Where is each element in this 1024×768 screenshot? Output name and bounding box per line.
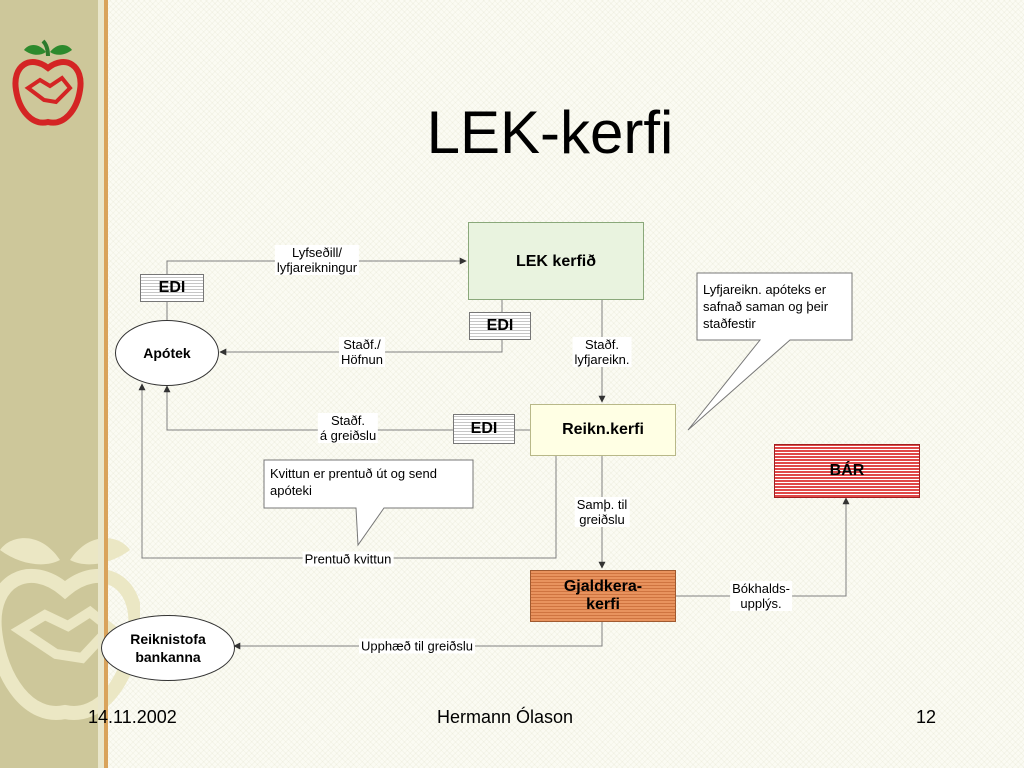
label-bokhalds: Bókhalds- upplýs.	[730, 581, 792, 611]
label-samth-greidslu-line2: greiðslu	[579, 512, 625, 527]
node-apotek: Apótek	[115, 320, 219, 386]
node-lek-label: LEK kerfið	[515, 253, 596, 270]
node-edi-apotek: EDI	[140, 274, 204, 302]
label-bokhalds-line1: Bókhalds-	[732, 581, 790, 596]
node-edi-lek: EDI	[469, 312, 531, 340]
callout-lyfjareikn-shape	[687, 272, 853, 431]
node-apotek-label: Apótek	[143, 345, 191, 361]
node-reikn-kerfi: Reikn.kerfi	[530, 404, 676, 456]
label-samth-greidslu-line1: Samþ. til	[576, 497, 628, 512]
label-stadf-lyfjareikn-line1: Staðf.	[585, 337, 619, 352]
node-edi-reikn-label: EDI	[470, 420, 498, 437]
node-bar: BÁR	[774, 444, 920, 498]
label-stadf-greidslu-line1: Staðf.	[331, 413, 365, 428]
footer-author: Hermann Ólason	[437, 707, 574, 727]
node-edi-lek-label: EDI	[486, 317, 514, 334]
callout-kvittun-shape	[263, 459, 474, 547]
node-reikn-label: Reikn.kerfi	[562, 421, 644, 438]
node-gjaldkera-kerfi: Gjaldkera- kerfi	[530, 570, 676, 622]
footer-date: 14.11.2002	[88, 707, 177, 727]
sidebar-divider-light	[98, 0, 104, 768]
label-prentud-kvittun: Prentuð kvittun	[302, 551, 394, 567]
label-stadf-lyfjareikn: Staðf. lyfjareikn.	[572, 337, 632, 367]
node-bar-label: BÁR	[829, 462, 865, 479]
label-stadf-lyfjareikn-line2: lyfjareikn.	[574, 352, 630, 367]
callout-lyfjareikn-text: Lyfjareikn. apóteks er safnað saman og þ…	[703, 282, 829, 331]
node-reiknistofa-line1: Reiknistofa	[130, 631, 206, 647]
callout-kvittun-text: Kvittun er prentuð út og send apóteki	[270, 466, 437, 498]
node-gjaldkera-line1: Gjaldkera-	[563, 578, 643, 595]
apple-handshake-logo-icon	[12, 39, 84, 126]
slide-title: LEK-kerfi	[426, 99, 674, 166]
label-stadf-hofnun-line1: Staðf./	[343, 337, 381, 352]
footer-page-number: 12	[916, 707, 937, 727]
node-reiknistofa-line2: bankanna	[135, 649, 201, 665]
label-samth-greidslu: Samþ. til greiðslu	[574, 497, 630, 527]
label-lyfsedill-line2: lyfjareikningur	[276, 260, 358, 275]
connector-stadf-greidslu	[163, 385, 530, 431]
node-edi-reikn: EDI	[453, 414, 515, 444]
sidebar-divider-orange	[104, 0, 108, 768]
node-reiknistofa-bankanna: Reiknistofa bankanna	[101, 615, 235, 681]
label-lyfsedill: Lyfseðill/ lyfjareikningur	[274, 245, 360, 275]
node-gjaldkera-line2: kerfi	[586, 596, 620, 613]
node-lek-kerfid: LEK kerfið	[468, 222, 644, 300]
connector-upphaed	[233, 622, 603, 650]
node-edi-apotek-label: EDI	[158, 279, 186, 296]
label-stadf-greidslu-line2: á greiðslu	[319, 428, 377, 443]
label-lyfsedill-line1: Lyfseðill/	[291, 245, 343, 260]
label-stadf-greidslu: Staðf. á greiðslu	[317, 413, 379, 443]
label-stadf-hofnun: Staðf./ Höfnun	[339, 337, 385, 367]
label-upphaed: Upphæð til greiðslu	[358, 638, 476, 654]
label-stadf-hofnun-line2: Höfnun	[341, 352, 383, 367]
label-bokhalds-line2: upplýs.	[740, 596, 782, 611]
